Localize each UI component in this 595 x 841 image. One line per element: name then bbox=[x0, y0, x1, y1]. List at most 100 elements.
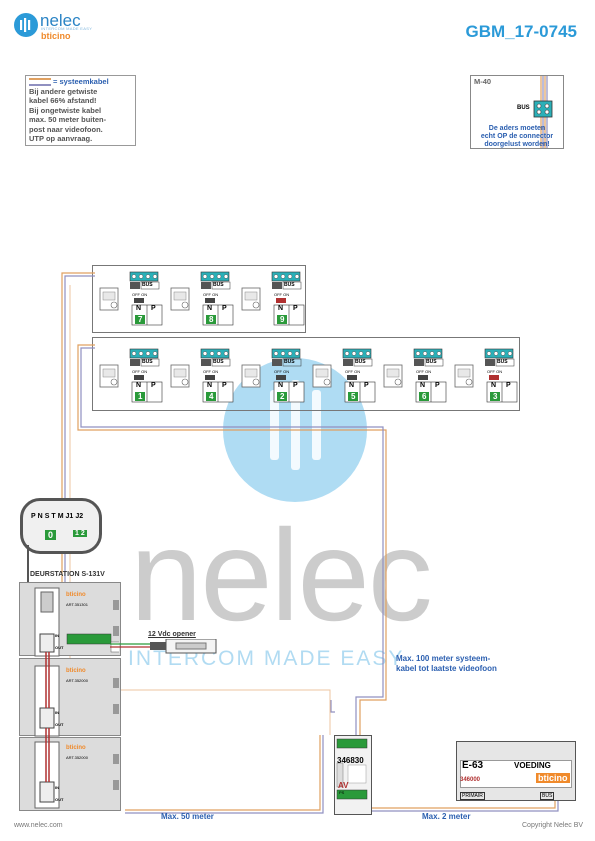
videophone-drawing bbox=[99, 348, 163, 403]
ds-module-code: ART.352000 bbox=[66, 755, 88, 760]
vp-address: 8 bbox=[206, 315, 217, 324]
distributor-ps-label: PS bbox=[339, 790, 345, 795]
nelec-logo-icon bbox=[14, 13, 38, 37]
vp-n-label: N bbox=[278, 382, 284, 389]
callout-pointer bbox=[27, 545, 29, 587]
vp-address: 4 bbox=[206, 392, 217, 401]
vp-p-label: P bbox=[435, 382, 440, 389]
videophone-unit: BUS OFF ON N P 5 bbox=[305, 345, 376, 405]
vp-address: 6 bbox=[419, 392, 430, 401]
max2-annotation: Max. 2 meter bbox=[422, 812, 471, 821]
vp-bus-label: BUS bbox=[213, 359, 224, 365]
vp-bus-label: BUS bbox=[355, 359, 366, 365]
psu-label: VOEDING bbox=[514, 761, 551, 770]
vp-switch-label: OFF ON bbox=[345, 369, 361, 374]
vp-bus-label: BUS bbox=[284, 282, 295, 288]
vp-p-label: P bbox=[222, 382, 227, 389]
m40-wiring bbox=[533, 76, 553, 148]
vp-n-label: N bbox=[349, 382, 355, 389]
m40-bus-label: BUS bbox=[517, 105, 530, 111]
logo-tagline: INTERCOM MADE EASY bbox=[41, 26, 93, 31]
vp-switch-label: OFF ON bbox=[203, 292, 219, 297]
psu-code: 346000 bbox=[460, 777, 481, 783]
vp-p-label: P bbox=[222, 305, 227, 312]
vp-bus-label: BUS bbox=[142, 282, 153, 288]
videophone-unit: BUS OFF ON N P 7 bbox=[92, 268, 163, 328]
vp-n-label: N bbox=[420, 382, 426, 389]
ds-brand: bticino bbox=[66, 668, 86, 674]
vp-bus-label: BUS bbox=[426, 359, 437, 365]
footer-website: www.nelec.com bbox=[14, 822, 63, 829]
doc-code: GBM_17-0745 bbox=[465, 22, 577, 41]
vp-address: 1 bbox=[135, 392, 146, 401]
ds-out-label: OUT bbox=[55, 797, 64, 802]
vp-p-label: P bbox=[364, 382, 369, 389]
watermark-word: nelec bbox=[130, 502, 433, 648]
videophone-unit: BUS OFF ON N P 1 bbox=[92, 345, 163, 405]
vp-n-label: N bbox=[207, 305, 213, 312]
ds-out-label: OUT bbox=[55, 645, 64, 650]
ds-out-label: OUT bbox=[55, 722, 64, 727]
max100-annotation: Max. 100 meter systeem- kabel tot laatst… bbox=[396, 654, 497, 673]
ds-in-label: IN bbox=[55, 785, 59, 790]
vp-address: 3 bbox=[490, 392, 501, 401]
vp-p-label: P bbox=[151, 382, 156, 389]
system-cable-swatch bbox=[29, 78, 51, 87]
max50-annotation: Max. 50 meter bbox=[161, 812, 214, 821]
ds-in-label: IN bbox=[55, 710, 59, 715]
ds-module-code: ART.352000 bbox=[66, 678, 88, 683]
m40-detail: M-40 BUS De aders moeten echt OP de conn… bbox=[470, 75, 564, 149]
logo-name: nelec bbox=[40, 11, 81, 30]
vp-bus-label: BUS bbox=[497, 359, 508, 365]
dip-switch-callout bbox=[20, 498, 102, 554]
door-station-title: DEURSTATION S-131V bbox=[30, 571, 105, 578]
ds-module-code: ART.351301 bbox=[66, 602, 88, 607]
vp-n-label: N bbox=[136, 382, 142, 389]
vp-bus-label: BUS bbox=[284, 359, 295, 365]
vp-switch-label: OFF ON bbox=[203, 369, 219, 374]
ds-brand: bticino bbox=[66, 592, 86, 598]
note-line: Bij andere getwiste bbox=[29, 86, 98, 96]
vp-switch-label: OFF ON bbox=[274, 369, 290, 374]
logo-brand: bticino bbox=[41, 31, 71, 41]
videophone-unit: BUS OFF ON N P 2 bbox=[234, 345, 305, 405]
vp-switch-label: OFF ON bbox=[132, 369, 148, 374]
note-line: kabel 66% afstand! bbox=[29, 96, 97, 105]
psu-bus: BUS bbox=[540, 792, 555, 800]
vp-n-label: N bbox=[278, 305, 284, 312]
videophone-unit: BUS OFF ON N P 3 bbox=[447, 345, 518, 405]
vp-n-label: N bbox=[136, 305, 142, 312]
dip-value-1: 0 bbox=[45, 530, 57, 540]
videophone-drawing bbox=[312, 348, 376, 403]
vp-p-label: P bbox=[293, 382, 298, 389]
vp-address: 2 bbox=[277, 392, 288, 401]
ds-in-label: IN bbox=[55, 633, 59, 638]
ds-brand: bticino bbox=[66, 745, 86, 751]
psu-primair: PRIMAIR bbox=[460, 792, 485, 800]
vp-p-label: P bbox=[293, 305, 298, 312]
vp-switch-label: OFF ON bbox=[132, 292, 148, 297]
opener-icon bbox=[110, 639, 217, 654]
videophone-drawing bbox=[454, 348, 518, 403]
vp-address: 7 bbox=[135, 315, 146, 324]
cable-note: = systeemkabel Bij andere getwiste kabel… bbox=[25, 75, 136, 146]
vp-switch-label: OFF ON bbox=[416, 369, 432, 374]
videophone-grid-bottom bbox=[92, 337, 520, 411]
opener-label: 12 Vdc opener bbox=[148, 631, 196, 638]
dip-switch-labels: P N S T M J1 J2 bbox=[31, 513, 84, 520]
vp-address: 5 bbox=[348, 392, 359, 401]
distributor-code: 346830 bbox=[337, 756, 364, 765]
m40-title: M-40 bbox=[474, 77, 492, 86]
psu-brand: bticino bbox=[536, 773, 570, 783]
videophone-unit: BUS OFF ON N P 6 bbox=[376, 345, 447, 405]
vp-p-label: P bbox=[506, 382, 511, 389]
videophone-unit: BUS OFF ON N P 4 bbox=[163, 345, 234, 405]
vp-bus-label: BUS bbox=[142, 359, 153, 365]
vp-switch-label: OFF ON bbox=[274, 292, 290, 297]
distributor-terminals bbox=[336, 738, 368, 800]
distributor-av-label: AV bbox=[338, 781, 349, 790]
videophone-unit: BUS OFF ON N P 8 bbox=[163, 268, 234, 328]
note-line: UTP op aanvraag. bbox=[29, 134, 93, 143]
videophone-unit: BUS OFF ON N P 9 bbox=[234, 268, 305, 328]
m40-message: De aders moeten echt OP de connector doo… bbox=[480, 125, 554, 148]
